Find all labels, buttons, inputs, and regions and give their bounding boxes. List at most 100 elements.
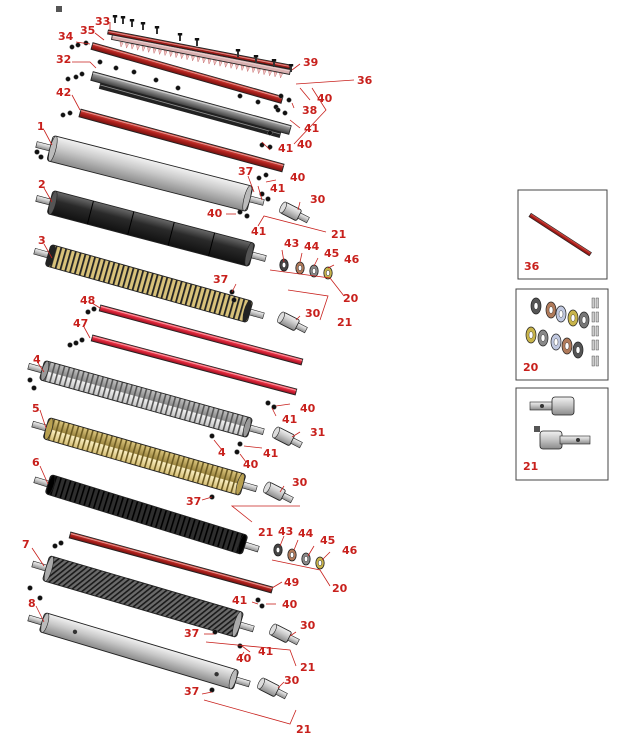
part-30-bearing-d-face bbox=[269, 623, 277, 636]
callout-c43b: 43 bbox=[278, 525, 293, 538]
callout-c1: 1 bbox=[37, 120, 45, 133]
leader-35 bbox=[291, 431, 301, 438]
part-4-nut-g bbox=[234, 449, 240, 455]
part-38-plate-highlight bbox=[92, 72, 291, 128]
part-30-bearing-c-face bbox=[263, 481, 271, 494]
callout-c40b: 40 bbox=[297, 138, 313, 151]
kit-20-washer-hole-5 bbox=[528, 331, 534, 339]
leader-26 bbox=[231, 283, 237, 293]
callout-c45a: 45 bbox=[324, 247, 339, 260]
part-38-plate-body bbox=[90, 71, 292, 135]
part-46-washer-b-hole bbox=[317, 560, 323, 566]
leader-58 bbox=[277, 681, 285, 689]
callout-c40a: 40 bbox=[317, 92, 333, 105]
kit-20-washer-hole-1 bbox=[548, 306, 554, 314]
part-48-nut-a bbox=[85, 309, 91, 315]
part-44-washer-a-hole bbox=[297, 265, 303, 271]
part-46-washer-a-hole bbox=[325, 270, 331, 276]
callout-c20b: 20 bbox=[332, 582, 348, 595]
part-nut-top-20 bbox=[267, 130, 273, 136]
part-33-bar bbox=[107, 29, 291, 70]
part-31-bearing-face bbox=[272, 426, 280, 439]
part-35-strip bbox=[110, 34, 292, 75]
callout-c41a: 41 bbox=[304, 122, 319, 135]
kit-21-bearing-b-body bbox=[539, 430, 563, 450]
leader-3 bbox=[72, 61, 97, 69]
callout-c43a: 43 bbox=[284, 237, 299, 250]
kit-20-pin-8 bbox=[591, 355, 595, 367]
part-35-tooth bbox=[169, 51, 173, 58]
leader-38 bbox=[239, 453, 247, 463]
part-35-tooth bbox=[273, 71, 278, 78]
leader-36 bbox=[213, 439, 223, 451]
part-nut-top-23 bbox=[263, 172, 269, 178]
part-33-bolt-10-head bbox=[288, 64, 294, 67]
part-3-nut-b bbox=[231, 297, 237, 303]
callout-c47: 47 bbox=[73, 317, 88, 330]
part-7-nut-a bbox=[27, 585, 33, 591]
part-nut-top-21 bbox=[259, 142, 265, 148]
kit-20-washer-hole-0 bbox=[533, 302, 539, 310]
part-33-bolt-1-head bbox=[120, 16, 126, 19]
part-42-bar-body bbox=[78, 108, 285, 173]
part-49-bar-highlight bbox=[70, 533, 273, 589]
part-33-bar-highlight bbox=[108, 31, 291, 67]
kit-20-pin-7 bbox=[595, 339, 599, 351]
callout-c44b: 44 bbox=[298, 527, 314, 540]
part-33-bolt-9 bbox=[271, 59, 277, 67]
part-2-roller-end-left bbox=[48, 190, 58, 215]
part-33-bolt-0-head bbox=[112, 15, 118, 18]
callout-c21d: 21 bbox=[300, 661, 315, 674]
leader-12 bbox=[261, 141, 271, 151]
callout-c39: 39 bbox=[303, 56, 318, 69]
callout-c21e: 21 bbox=[296, 723, 311, 736]
part-48-bar bbox=[98, 304, 304, 366]
callout-c40d: 40 bbox=[207, 207, 223, 220]
callout-c44a: 44 bbox=[304, 240, 320, 253]
part-32-blade-body bbox=[90, 42, 284, 104]
part-47-nut-c bbox=[79, 337, 85, 343]
part-33-bolt-1 bbox=[120, 16, 126, 24]
leader-28 bbox=[287, 289, 329, 321]
callout-c31: 31 bbox=[310, 426, 325, 439]
part-35-tooth bbox=[235, 64, 239, 71]
callout-c37a: 37 bbox=[238, 165, 253, 178]
part-nut-top-22 bbox=[267, 144, 273, 150]
leader-4 bbox=[291, 63, 301, 71]
part-35-tooth bbox=[125, 42, 129, 49]
part-4-nut-c bbox=[265, 400, 271, 406]
kit-21-setscrew-b bbox=[534, 426, 540, 432]
leader-40 bbox=[279, 485, 285, 493]
part-1-nut-d bbox=[265, 196, 271, 202]
part-35-tooth bbox=[180, 53, 184, 60]
callout-c20a: 20 bbox=[343, 292, 359, 305]
part-33-bolt-0 bbox=[112, 15, 118, 23]
kit-21-bearing-a-hole bbox=[540, 404, 544, 408]
part-45-washer-b-hole bbox=[303, 556, 309, 562]
part-4-nut-b bbox=[31, 385, 37, 391]
part-nut-top-1 bbox=[75, 42, 81, 48]
part-33-bolt-10-shank bbox=[290, 66, 292, 72]
part-2-roller bbox=[35, 190, 267, 267]
part-33-bolt-4 bbox=[154, 26, 160, 34]
part-33-bolt-5-shank bbox=[179, 35, 181, 41]
part-49-bar bbox=[68, 531, 274, 594]
part-42-bar bbox=[78, 108, 285, 173]
leader-39 bbox=[39, 465, 49, 485]
kit-20-washer-hole-4 bbox=[581, 316, 587, 324]
kit-20-pin-3 bbox=[595, 311, 599, 323]
callout-c46b: 46 bbox=[342, 544, 358, 557]
part-nut-top-18 bbox=[60, 112, 66, 118]
leader-37 bbox=[243, 445, 263, 449]
part-2-nut-b bbox=[244, 213, 250, 219]
part-4-roller bbox=[27, 360, 265, 438]
part-33-bolt-5 bbox=[177, 33, 183, 41]
part-1-roller-end-right bbox=[242, 185, 252, 212]
part-8-nut-a bbox=[209, 687, 215, 693]
leader-7 bbox=[291, 102, 295, 109]
leader-27 bbox=[295, 315, 301, 321]
part-nut-top-0 bbox=[69, 44, 75, 50]
part-5-roller-end-right bbox=[235, 473, 245, 496]
leader-53 bbox=[289, 631, 297, 637]
